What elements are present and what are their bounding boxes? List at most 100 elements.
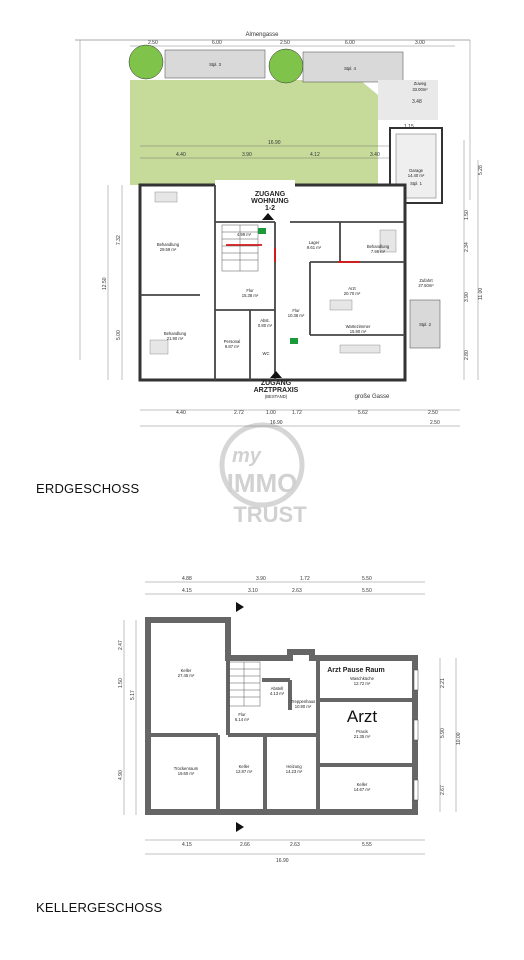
dim-1690: 16.90 [268,140,281,146]
room-behandlung-2-area: 21.90 m² [167,336,184,341]
dim-top-2: 6.00 [212,40,222,46]
dim-390v: 3.90 [464,292,470,302]
kdim-r221: 2.21 [440,678,446,688]
parking-2-label: Stpl. 2 [419,322,432,327]
k-room-heizung: Heizung [286,764,302,769]
dim-1250: 12.50 [102,277,108,290]
dim-b250: 2.50 [428,410,438,416]
dim-348: 3.48 [412,99,422,105]
ground-floor-plan: Almengasse 2.50 6.00 2.50 6.00 3.00 Stpl… [75,32,484,427]
entrance-practice-3: (BESTAND) [265,394,288,399]
room-personal: Personal [224,339,241,344]
entrance-practice-1: ZUGANG [261,380,292,387]
room-wartezimmer: Wartezimmer [346,324,371,329]
k-room-wasch: Waschküche [350,676,374,681]
entrance-flat-2: WOHNUNG [251,198,289,205]
k-room-abstell: Abstell [271,686,284,691]
garage-stpl: Stpl. 1 [410,181,423,186]
label-kellergeschoss: KELLERGESCHOSS [36,900,163,915]
room-lager: Lager [309,240,320,245]
section-marker-icon [236,822,244,832]
dim-b440: 4.40 [176,410,186,416]
zuweg-label: Zuweg [414,81,427,86]
dim-b1690: 16.90 [270,420,283,426]
dim-top-5: 3.00 [415,40,425,46]
k-room-praxis-area: 21.35 m² [354,734,371,739]
dim-340: 3.40 [370,152,380,158]
exit-sign-icon [290,338,298,344]
dim-top-3: 2.50 [280,40,290,46]
kdim-u415: 4.15 [182,588,192,594]
kdim-b1690: 16.90 [276,858,289,864]
k-room-flur: Flur [238,712,246,717]
dim-top-4: 6.00 [345,40,355,46]
entrance-arrow-icon [270,371,282,378]
k-room-trocken: Trockenraum [174,766,199,771]
dim-390: 3.90 [242,152,252,158]
entrance-flat-1: ZUGANG [255,191,286,198]
kdim-r590: 5.90 [440,728,446,738]
dim-280: 2.80 [464,350,470,360]
room-flur-2-area: 10.36 m² [288,313,305,318]
dim-top-1: 2.50 [148,40,158,46]
exit-sign-icon [258,228,266,234]
parking-4-label: Stpl. 4 [344,66,357,71]
k-room-keller-2-area: 12.87 m² [236,769,253,774]
kdim-u310: 3.10 [248,588,258,594]
room-personal-area: 9.87 m² [225,344,240,349]
parking-4 [302,51,404,83]
room-wc: WC [263,351,270,356]
kdim-u550: 5.50 [362,588,372,594]
entrance-practice-2: ARZTPRAXIS [254,387,299,394]
kdim-r1000: 10.00 [456,732,462,745]
garage-area: 14.40 m² [408,173,425,178]
section-marker-icon [236,602,244,612]
k-room-heizung-area: 14.23 m² [286,769,303,774]
dim-1100: 11.00 [478,288,484,300]
watermark-immo: IMMO [227,468,298,498]
k-room-flur-area: 6.14 m² [235,717,250,722]
parking-2 [409,299,441,349]
tree-icon [128,44,164,80]
room-arzt-area: 20.70 m² [344,291,361,296]
room-flur-1-area: 15.38 m² [242,293,259,298]
kdim-t172: 1.72 [300,576,310,582]
dim-b562: 5.62 [358,410,368,416]
kdim-t488: 4.88 [182,576,192,582]
entrance-arrow-icon [262,213,274,220]
kdim-v247: 2.47 [118,640,124,650]
room-lager-area: 9.61 m² [307,245,322,250]
dim-b250b: 2.50 [430,420,440,426]
kdim-v517: 5.17 [130,690,136,700]
stair-area: 4.99 m² [237,232,252,237]
stair-icon [221,224,259,272]
dim-b272: 2.72 [234,410,244,416]
k-room-wasch-area: 12.72 m² [354,681,371,686]
kdim-b263: 2.63 [290,842,300,848]
dim-b100: 1.00 [266,410,276,416]
room-abstell-area: 0.80 m² [258,323,273,328]
k-room-treppenhaus: Treppenhaus [291,699,316,704]
dim-440: 4.40 [176,152,186,158]
tree-icon [268,48,304,84]
street-almengasse: Almengasse [245,32,279,38]
watermark-ring [219,422,305,508]
dim-528: 5.28 [478,165,484,175]
k-room-trocken-area: 19.60 m² [178,771,195,776]
room-abstell: Abst. [260,318,270,323]
room-behandlung-2: Behandlung [164,331,187,336]
kdim-t390: 3.90 [256,576,266,582]
room-arzt: Arzt [348,286,356,291]
kdim-b266: 2.66 [240,842,250,848]
watermark-script: my [232,445,262,467]
zufahrt-label: Zufahrt [419,278,433,283]
stair-icon [227,661,261,707]
kdim-t550: 5.50 [362,576,372,582]
dim-150: 1.50 [464,210,470,220]
watermark-trust: TRUST [233,502,307,527]
k-room-keller-3-area: 14.67 m² [354,787,371,792]
room-flur-1: Flur [246,288,254,293]
kdim-r267: 2.67 [440,785,446,795]
dim-b172: 1.72 [292,410,302,416]
room-behandlung-1-area: 29.59 m² [160,247,177,252]
